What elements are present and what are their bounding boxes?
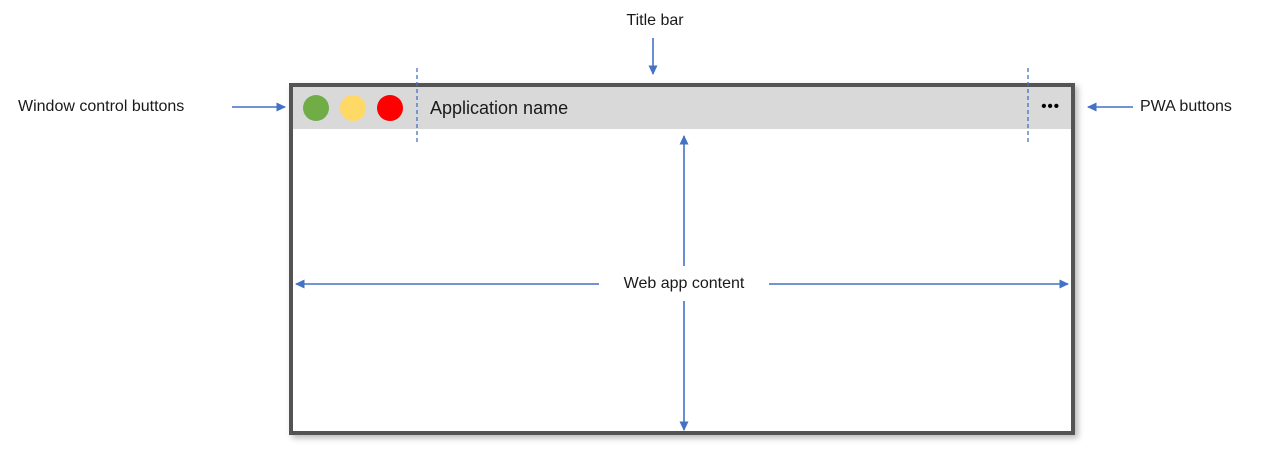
annotation-window-control-buttons: Window control buttons — [18, 98, 185, 115]
mock-pwa-window: Application name ••• — [289, 83, 1075, 435]
window-control-yellow-icon — [340, 95, 366, 121]
annotation-web-app-content: Web app content — [623, 275, 745, 292]
annotation-pwa-buttons: PWA buttons — [1140, 98, 1232, 115]
window-control-red-icon — [377, 95, 403, 121]
window-control-green-icon — [303, 95, 329, 121]
ellipsis-menu-icon: ••• — [1041, 98, 1060, 115]
annotation-title-bar: Title bar — [626, 12, 684, 29]
mock-title-bar: Application name ••• — [293, 87, 1071, 129]
application-name-text: Application name — [430, 98, 569, 118]
